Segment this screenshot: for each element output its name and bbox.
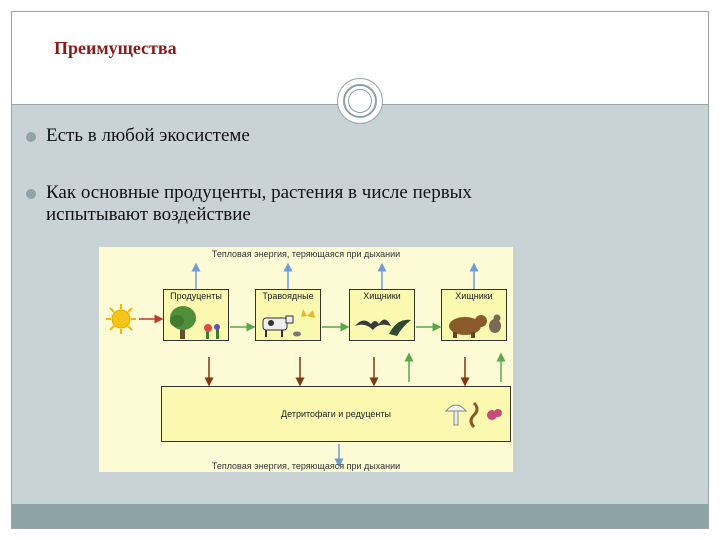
producers-box: Продуценты	[163, 289, 229, 341]
slide-title: Преимущества	[54, 38, 177, 58]
slide-frame: Преимущества Есть в любой экосистеме Как…	[11, 11, 709, 529]
decomposers-box: Детритофаги и редуценты	[161, 386, 511, 442]
carnivores-label-2: Хищники	[455, 291, 493, 301]
producers-label: Продуценты	[170, 291, 222, 301]
bullet-text: Есть в любой экосистеме	[46, 125, 250, 146]
energy-flow-diagram: Тепловая энергия, теряющаяся при дыхании…	[99, 247, 513, 472]
carnivores-label-1: Хищники	[363, 291, 401, 301]
carnivores-box-2: Хищники	[441, 289, 507, 341]
sun-icon	[106, 304, 136, 334]
decomposers-label: Детритофаги и редуценты	[281, 409, 391, 419]
bottom-energy-label: Тепловая энергия, теряющаяся при дыхании	[211, 461, 401, 471]
mushroom-worm-icon	[444, 401, 502, 429]
cow-icon	[262, 309, 315, 337]
tree-icon	[170, 306, 220, 339]
carnivores-box-1: Хищники	[349, 289, 415, 341]
footer-band	[12, 504, 708, 528]
bear-icon	[449, 314, 501, 338]
bullet-dot-icon	[26, 132, 36, 142]
herbivores-box: Травоядные	[255, 289, 321, 341]
medallion-icon	[337, 78, 383, 124]
top-energy-label: Тепловая энергия, теряющаяся при дыхании	[211, 249, 401, 259]
herbivores-label: Травоядные	[262, 291, 314, 301]
bullet-text-continued: испытывают воздействие	[46, 204, 251, 225]
flow-arrows	[139, 262, 506, 468]
bat-icon	[355, 319, 411, 336]
bullet-dot-icon	[26, 189, 36, 199]
bullet-text: Как основные продуценты, растения в числ…	[46, 182, 472, 203]
